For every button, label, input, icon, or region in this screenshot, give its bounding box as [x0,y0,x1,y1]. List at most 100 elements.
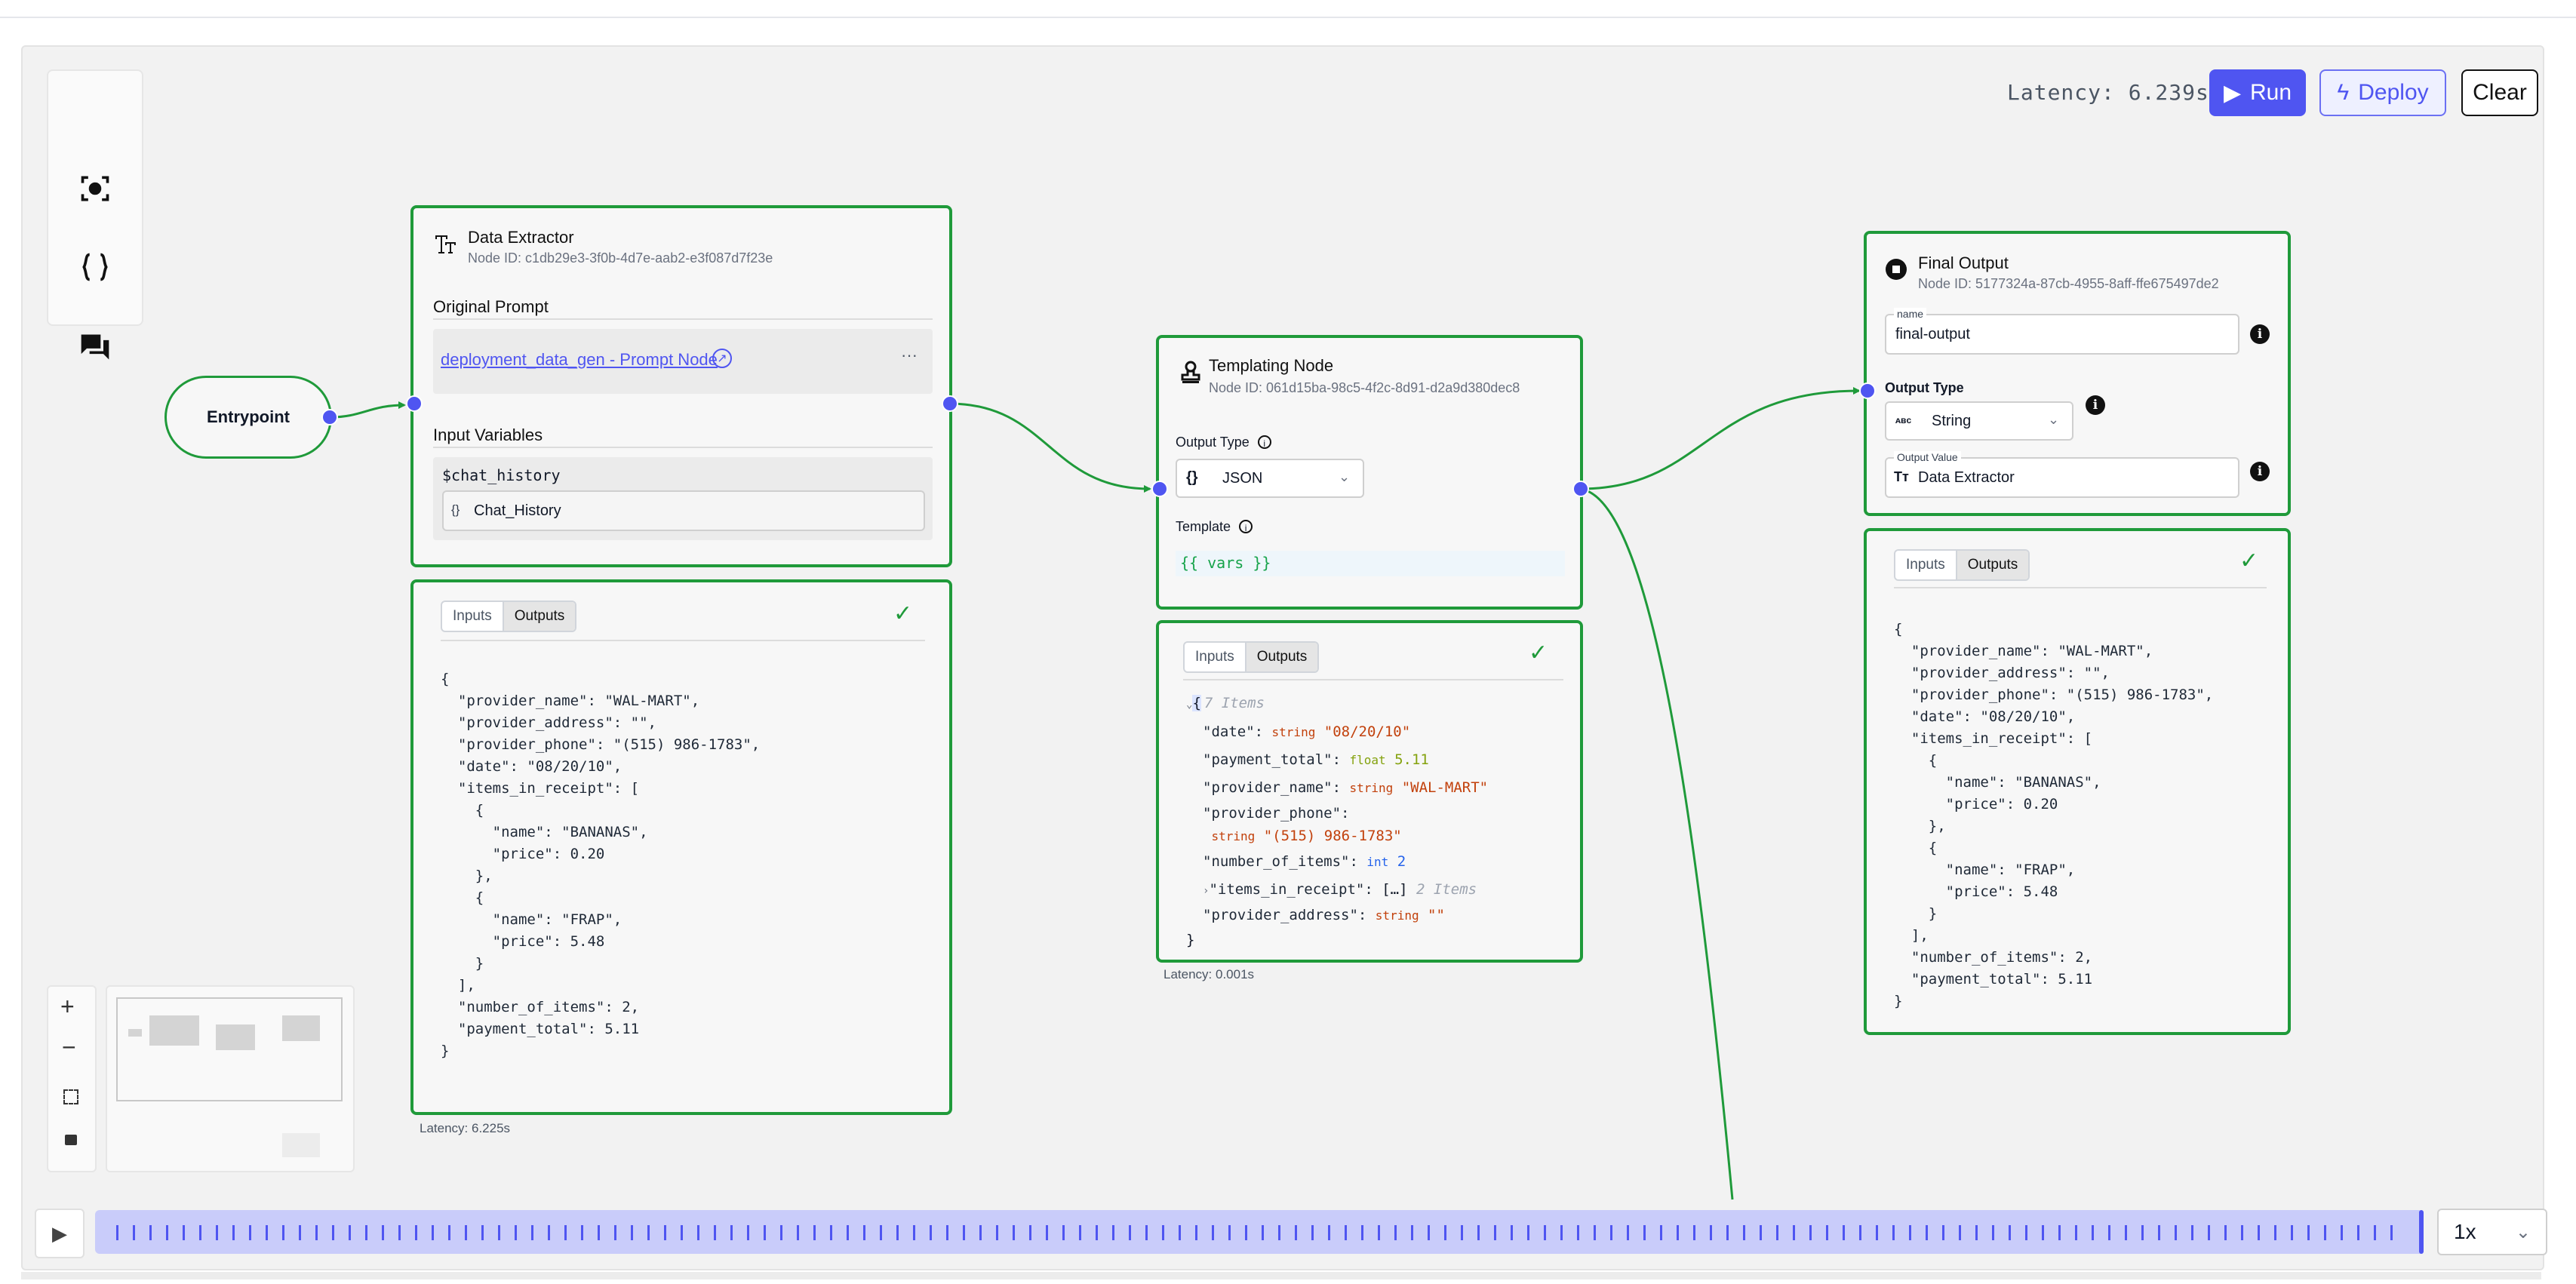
tab-inputs[interactable]: Inputs [1906,557,1945,573]
run-button[interactable]: ▶ Run [2209,69,2306,116]
tab-inputs[interactable]: Inputs [1195,649,1234,665]
timeline-tick [415,1225,417,1240]
timeline-tick [780,1225,782,1240]
timeline-tick [1610,1225,1612,1240]
data-extractor-node[interactable]: Data Extractor Node ID: c1db29e3-3f0b-4d… [410,205,952,567]
timeline-tick [647,1225,650,1240]
variable-value-field[interactable]: {} Chat_History [442,490,925,531]
bottom-bar [21,1272,2541,1279]
info-icon[interactable]: i [2086,395,2105,415]
zoom-in-icon[interactable]: + [60,993,75,1020]
timeline-tick [531,1225,533,1240]
chevron-down-icon: ⌄ [1339,469,1351,484]
tab-outputs[interactable]: Outputs [1244,643,1318,671]
zoom-out-icon[interactable]: − [62,1034,76,1061]
timeline-tick [1710,1225,1712,1240]
entrypoint-output-handle[interactable] [321,409,338,425]
divider [433,447,933,448]
tree-row-collapsed[interactable]: ›"items_in_receipt": […] 2 Items [1203,881,1477,898]
timeline-tick [2224,1225,2227,1240]
timeline-tick [863,1225,865,1240]
focus-icon[interactable] [72,166,118,211]
templating-output-handle[interactable] [1572,481,1589,497]
braces-icon[interactable] [72,244,118,290]
info-icon[interactable]: i [2250,324,2270,344]
output-value-field[interactable]: Output Value Tт Data Extractor [1885,451,2239,498]
tree-header[interactable]: ⌄{7 Items [1186,695,1265,711]
playback-speed-select[interactable]: 1x ⌄ [2437,1209,2547,1255]
timeline-tick [2324,1225,2326,1240]
timeline-tick [896,1225,899,1240]
output-type-select[interactable]: {} JSON ⌄ [1176,459,1364,498]
output-type-select[interactable]: ᴀʙᴄ String ⌄ [1885,401,2073,441]
timeline-tick [498,1225,500,1240]
timeline-tick [2058,1225,2061,1240]
entrypoint-node[interactable]: Entrypoint [164,376,332,459]
template-editor[interactable]: {{ vars }} [1176,551,1565,576]
templating-input-handle[interactable] [1151,481,1168,497]
timeline-tick [1992,1225,1994,1240]
timeline-tick [1577,1225,1579,1240]
timeline-tick [1809,1225,1812,1240]
timeline-scrubber[interactable] [2419,1210,2424,1254]
play-button[interactable]: ▶ [35,1209,85,1258]
tree-row: "provider_name": string "WAL-MART" [1203,779,1489,796]
name-field[interactable]: name final-output [1885,308,2239,355]
timeline-tick [216,1225,218,1240]
clear-button[interactable]: Clear [2461,69,2538,116]
extractor-input-handle[interactable] [406,395,423,412]
tree-row: "provider_address": string "" [1203,907,1445,923]
tree-footer: } [1186,932,1195,948]
tab-outputs[interactable]: Outputs [1955,551,2029,579]
timeline-tick [697,1225,699,1240]
timeline-tick [1262,1225,1264,1240]
timeline-tick [1876,1225,1878,1240]
input-variables-label: Input Variables [433,425,543,444]
extractor-output-handle[interactable] [942,395,958,412]
extractor-output-panel: Inputs Outputs ✓ { "provider_name": "WAL… [410,579,952,1115]
timeline-tick [1793,1225,1795,1240]
info-icon: i [1257,435,1271,449]
output-tabs[interactable]: Inputs Outputs [441,601,577,632]
timeline-tick [1511,1225,1513,1240]
extractor-latency: Latency: 6.225s [420,1121,511,1135]
json-tree: ⌄{7 Items "date": string "08/20/10" "pay… [1186,690,1488,954]
timeline-tick [1843,1225,1845,1240]
success-check-icon: ✓ [1529,640,1548,665]
minimap[interactable] [106,985,355,1172]
timeline-tick [714,1225,716,1240]
final-input-handle[interactable] [1859,382,1876,399]
output-tabs[interactable]: Inputs Outputs [1894,549,2030,581]
output-tabs[interactable]: Inputs Outputs [1183,641,1320,673]
chat-icon[interactable] [72,324,118,370]
deploy-button[interactable]: ϟ Deploy [2319,69,2446,116]
timeline-tick [979,1225,982,1240]
tab-inputs[interactable]: Inputs [453,608,492,624]
templating-node[interactable]: Templating Node Node ID: 061d15ba-98c5-4… [1156,335,1583,610]
timeline-tick [1444,1225,1446,1240]
timeline-tick [2141,1225,2144,1240]
timeline-tick [2374,1225,2376,1240]
success-check-icon: ✓ [2239,548,2259,573]
playback-timeline[interactable] [95,1210,2424,1254]
expand-icon[interactable]: › [1203,885,1210,897]
timeline-tick [133,1225,135,1240]
timeline-tick [1776,1225,1778,1240]
timeline-tick [996,1225,998,1240]
more-options-icon[interactable]: ··· [901,346,918,364]
fit-view-icon[interactable] [63,1089,78,1104]
timeline-tick [1428,1225,1430,1240]
timeline-tick [1859,1225,1861,1240]
divider [1894,587,2267,588]
bolt-icon: ϟ [2337,80,2350,105]
timeline-tick [332,1225,334,1240]
collapse-icon[interactable]: ⌄ [1186,699,1193,711]
lock-icon[interactable] [65,1135,77,1145]
tab-outputs[interactable]: Outputs [502,602,576,631]
final-output-node[interactable]: Final Output Node ID: 5177324a-87cb-4955… [1864,231,2291,516]
info-icon[interactable]: i [2250,462,2270,481]
timeline-tick [1212,1225,1214,1240]
open-link-icon[interactable]: ↗ [712,349,732,368]
timeline-tick [2258,1225,2260,1240]
prompt-node-link[interactable]: deployment_data_gen - Prompt Node [441,350,718,369]
